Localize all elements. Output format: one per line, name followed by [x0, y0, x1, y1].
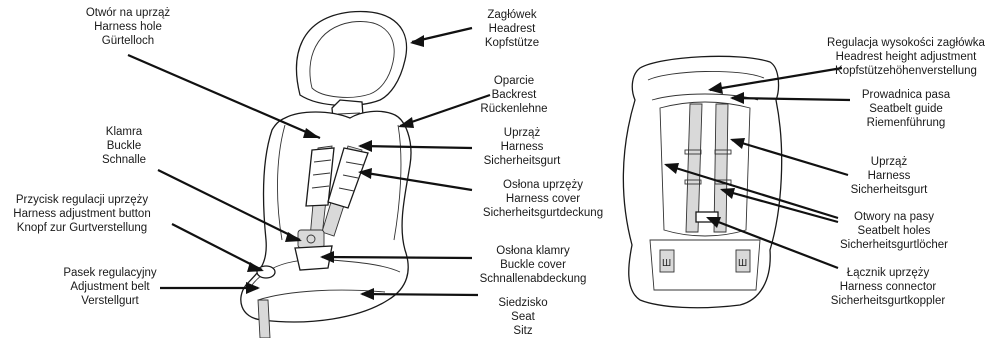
label-buckle: Klamra Buckle Schnalle: [102, 125, 146, 167]
label-seatbelt-guide: Prowadnica pasa Seatbelt guide Riemenfüh…: [862, 88, 950, 130]
svg-text:Ш: Ш: [738, 258, 747, 269]
label-harness: Uprząż Harness Sicherheitsgurt: [484, 126, 561, 168]
label-harness-adjustment-button: Przycisk regulacji uprzęży Harness adjus…: [13, 193, 150, 235]
svg-text:Ш: Ш: [662, 258, 671, 269]
front-seat-illustration: [241, 12, 411, 338]
label-harness-cover: Osłona uprzęży Harness cover Sicherheits…: [483, 178, 603, 220]
label-headrest: Zagłówek Headrest Kopfstütze: [485, 8, 539, 50]
label-harness-hole: Otwór na uprząż Harness hole Gürtelloch: [86, 6, 170, 48]
label-buckle-cover: Osłona klamry Buckle cover Schnallenabde…: [480, 244, 587, 286]
label-harness-connector: Łącznik uprzęży Harness connector Sicher…: [831, 266, 945, 308]
label-backrest: Oparcie Backrest Rückenlehne: [480, 74, 547, 116]
label-seat: Siedzisko Seat Sitz: [498, 296, 547, 338]
label-headrest-height-adjustment: Regulacja wysokości zagłówka Headrest he…: [827, 36, 985, 78]
label-adjustment-belt: Pasek regulacyjny Adjustment belt Verste…: [63, 266, 156, 308]
back-seat-illustration: Ш Ш: [623, 56, 781, 307]
label-seatbelt-holes: Otwory na pasy Seatbelt holes Sicherheit…: [840, 210, 948, 252]
label-harness-back: Uprząż Harness Sicherheitsgurt: [851, 155, 928, 197]
